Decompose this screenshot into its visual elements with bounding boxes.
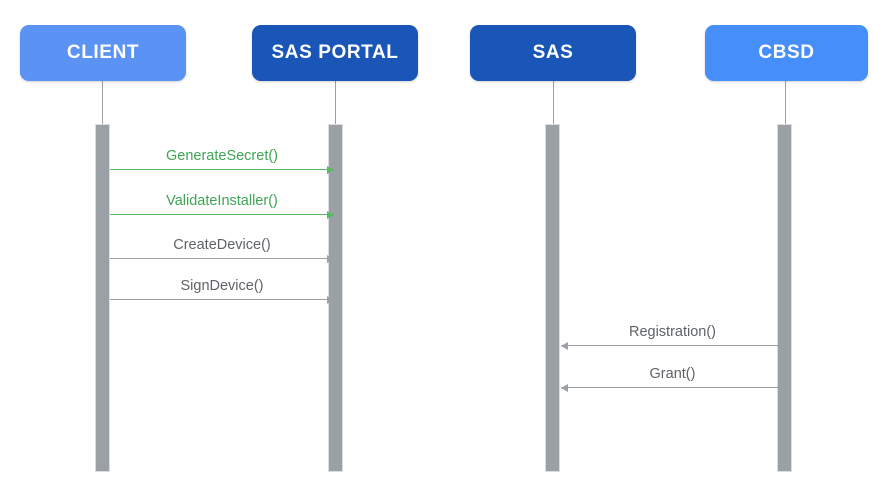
message-line-5 (561, 387, 784, 388)
message-label-1: ValidateInstaller() (166, 193, 278, 209)
participant-box-sas[interactable]: SAS (470, 25, 636, 81)
lifeline-client (102, 81, 103, 124)
arrow-head-right-1 (327, 210, 334, 219)
arrow-head-right-3 (327, 295, 334, 304)
message-label-5: Grant() (649, 366, 696, 382)
arrow-head-left-5 (561, 383, 568, 392)
lifeline-sas_portal (335, 81, 336, 124)
message-label-2: CreateDevice() (173, 237, 271, 253)
activation-bar-sas (545, 124, 560, 472)
lifeline-sas (553, 81, 554, 124)
message-line-4 (561, 345, 784, 346)
participant-box-sas_portal[interactable]: SAS PORTAL (252, 25, 418, 81)
arrow-head-right-0 (327, 165, 334, 174)
message-line-1 (110, 214, 334, 215)
participant-label-client: CLIENT (66, 42, 140, 63)
participant-box-cbsd[interactable]: CBSD (705, 25, 868, 81)
message-line-3 (110, 299, 334, 300)
participant-label-sas: SAS (532, 42, 574, 63)
message-label-0: GenerateSecret() (165, 148, 279, 164)
lifeline-cbsd (785, 81, 786, 124)
participant-label-cbsd: CBSD (758, 42, 815, 63)
message-line-0 (110, 169, 334, 170)
message-label-3: SignDevice() (180, 278, 264, 294)
activation-bar-cbsd (777, 124, 792, 472)
message-label-4: Registration() (628, 324, 717, 340)
arrow-head-right-2 (327, 254, 334, 263)
activation-bar-client (95, 124, 110, 472)
participant-box-client[interactable]: CLIENT (20, 25, 186, 81)
participant-label-sas_portal: SAS PORTAL (271, 42, 399, 63)
arrow-head-left-4 (561, 341, 568, 350)
message-line-2 (110, 258, 334, 259)
